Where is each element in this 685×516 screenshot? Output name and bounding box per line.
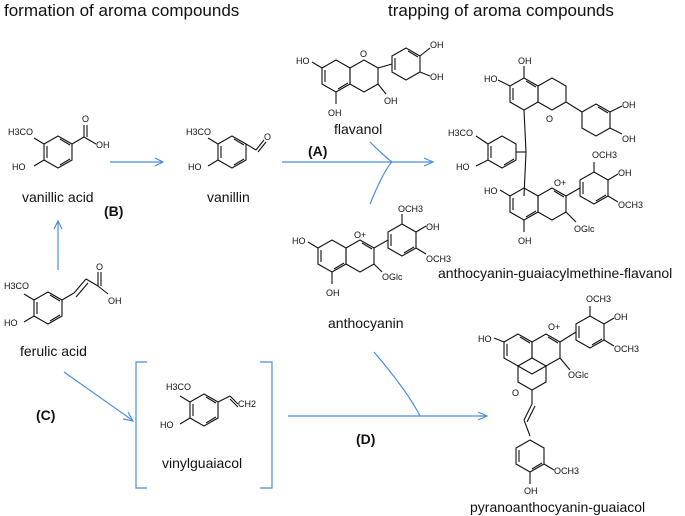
label-pathway-b: (B) (104, 203, 123, 219)
atom-oh: OH (618, 168, 632, 178)
atom-o: O (96, 262, 103, 272)
atom-o: O (512, 388, 519, 398)
heading-formation: formation of aroma compounds (4, 1, 239, 20)
atom-oglc: OGlc (382, 272, 403, 282)
atom-oh: OH (622, 134, 636, 144)
atom-h3co: H3CO (186, 127, 211, 137)
anthocyanin-structure: O+ OCH3 OH OCH3 OGlc HO OH (292, 204, 451, 298)
atom-oh: OH (328, 108, 342, 118)
atom-ch2: CH2 (238, 399, 256, 409)
vanillin-structure: O H3CO HO (186, 127, 271, 172)
atom-h3co: H3CO (4, 281, 29, 291)
atom-och3: OCH3 (398, 204, 423, 214)
ferulic-acid-structure: O OH H3CO HO (4, 262, 122, 328)
label-pyranoanthocyanin: pyranoanthocyanin-guaiacol (470, 499, 645, 515)
arrow-ferulic-to-vanillic (53, 219, 63, 270)
atom-och3: OCH3 (614, 344, 639, 354)
atom-ho: HO (484, 186, 498, 196)
label-anthocyanin: anthocyanin (328, 315, 404, 331)
vinylguaiacol-structure: CH2 H3CO HO (160, 382, 256, 430)
atom-oh: OH (384, 96, 398, 106)
atom-oh: OH (518, 56, 532, 66)
label-ferulic-acid: ferulic acid (20, 343, 87, 359)
atom-oh: OH (326, 288, 340, 298)
atom-o-plus: O+ (548, 322, 560, 332)
label-flavanol: flavanol (334, 121, 382, 137)
arrow-pathway-d (288, 351, 489, 421)
atom-ho: HO (456, 162, 470, 172)
label-vanillin: vanillin (207, 189, 250, 205)
right-bracket (260, 361, 273, 489)
label-adduct: anthocyanin-guaiacylmethine-flavanol (438, 265, 672, 281)
atom-o: O (360, 49, 367, 59)
label-pathway-d: (D) (356, 431, 375, 447)
atom-oh: OH (524, 486, 538, 496)
atom-ho: HO (12, 162, 26, 172)
atom-ho: HO (188, 162, 202, 172)
left-bracket (135, 361, 147, 489)
atom-o-plus: O+ (354, 230, 366, 240)
atom-ho: HO (4, 318, 18, 328)
label-vanillic-acid: vanillic acid (22, 189, 94, 205)
atom-ho: HO (292, 236, 306, 246)
atom-h3co: H3CO (448, 128, 473, 138)
atom-o: O (82, 114, 89, 124)
atom-och3: OCH3 (592, 150, 617, 160)
adduct-structure: OH HO O OH OH H3CO HO O+ OCH3 OH OCH3 OG… (448, 56, 643, 246)
label-pathway-c: (C) (36, 407, 55, 423)
atom-oh: OH (622, 100, 636, 110)
atom-o: O (264, 132, 271, 142)
atom-ho: HO (296, 56, 310, 66)
atom-o: O (546, 114, 553, 124)
atom-h3co: H3CO (8, 127, 33, 137)
flavanol-structure: O OH OH HO OH OH (296, 40, 444, 118)
atom-oh: OH (518, 236, 532, 246)
atom-h3co: H3CO (166, 382, 191, 392)
atom-oh: OH (614, 312, 628, 322)
arrow-vanillic-to-vanillin (110, 157, 165, 167)
atom-oh: OH (96, 140, 110, 150)
label-pathway-a: (A) (308, 143, 327, 159)
atom-oglc: OGlc (574, 224, 595, 234)
arrow-ferulic-to-vinylguaiacol (63, 371, 135, 422)
atom-och3: OCH3 (586, 294, 611, 304)
atom-och3: OCH3 (426, 254, 451, 264)
atom-ho: HO (478, 334, 492, 344)
atom-ho: HO (484, 74, 498, 84)
heading-trapping: trapping of aroma compounds (388, 1, 614, 20)
vanillic-acid-structure: O OH H3CO HO (8, 114, 110, 172)
atom-o-plus: O+ (554, 178, 566, 188)
label-vinylguaiacol: vinylguaiacol (162, 455, 242, 471)
atom-oh: OH (108, 296, 122, 306)
arrow-pathway-a (282, 141, 435, 205)
atom-oh: OH (430, 40, 444, 50)
atom-oglc: OGlc (568, 370, 589, 380)
atom-och3: OCH3 (618, 200, 643, 210)
atom-och3: OCH3 (554, 466, 579, 476)
atom-oh: OH (430, 72, 444, 82)
pyranoanthocyanin-structure: O+ OCH3 OH OCH3 OGlc HO O OCH3 OH (478, 294, 639, 496)
atom-oh: OH (426, 222, 440, 232)
atom-ho: HO (160, 420, 174, 430)
